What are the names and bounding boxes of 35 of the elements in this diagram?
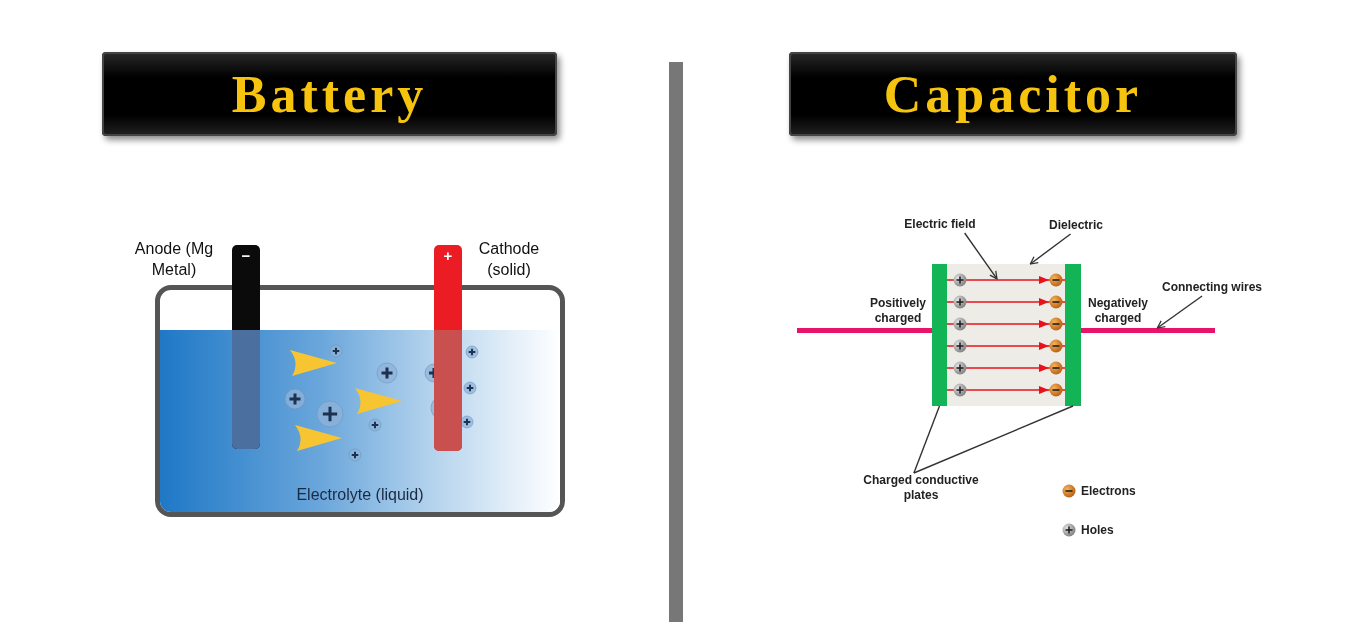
callout-label: Charged conductive plates xyxy=(850,473,992,505)
capacitor-plate xyxy=(1065,264,1081,406)
title-banner xyxy=(789,52,1237,136)
tank-label: Electrolyte (liquid) xyxy=(295,486,425,504)
banner-title: Battery xyxy=(231,64,428,124)
electrolyte-tank xyxy=(155,285,565,517)
divider-bar xyxy=(669,62,683,622)
polarity-sign: − xyxy=(240,247,252,264)
title-banner xyxy=(102,52,557,136)
polarity-sign: + xyxy=(442,247,454,264)
dielectric-region xyxy=(932,264,1081,406)
callout-label: Dielectric xyxy=(1042,218,1110,234)
field-arrow xyxy=(946,342,1066,350)
field-arrow xyxy=(946,276,1066,284)
callout-label: Connecting wires xyxy=(1150,280,1274,296)
leader-arrow xyxy=(1029,233,1072,265)
connecting-wire xyxy=(1081,328,1215,333)
electrode-label: Anode (Mg Metal) xyxy=(133,239,215,280)
capacitor-plate xyxy=(932,264,947,406)
connecting-wire xyxy=(797,328,932,333)
field-arrow xyxy=(946,386,1066,394)
callout-label: Electric field xyxy=(896,217,984,233)
field-arrow xyxy=(946,364,1066,372)
leader-line xyxy=(913,405,941,474)
charge-label: Positively charged xyxy=(869,296,927,326)
leader-arrow xyxy=(1156,295,1203,329)
leader-arrow xyxy=(963,232,998,280)
leader-line xyxy=(913,405,1074,474)
charge-label: Negatively charged xyxy=(1087,296,1149,326)
legend-label: Electrons xyxy=(1081,484,1136,498)
field-arrow xyxy=(946,298,1066,306)
legend-label: Holes xyxy=(1081,523,1114,537)
field-arrow xyxy=(946,320,1066,328)
banner-title: Capacitor xyxy=(883,64,1143,124)
electrode-label: Cathode (solid) xyxy=(477,239,541,280)
